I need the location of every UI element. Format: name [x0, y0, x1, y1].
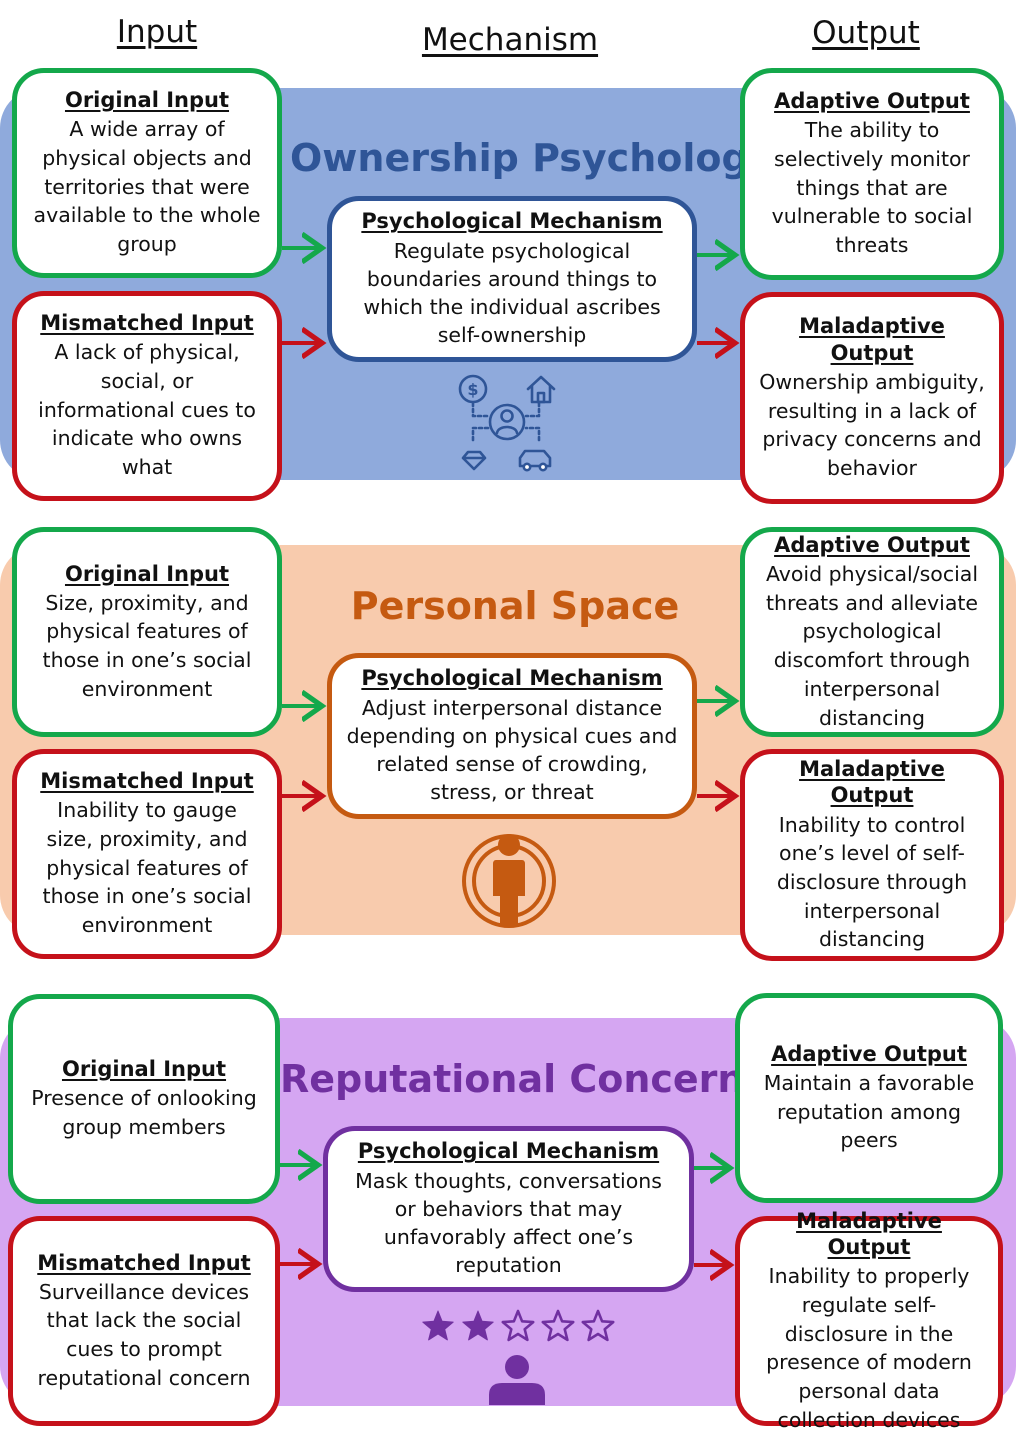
box-title: Adaptive Output [774, 89, 970, 114]
box-body: A lack of physical, social, or informati… [38, 340, 256, 480]
star-rating-icon [422, 1309, 615, 1342]
box-body: Adjust interpersonal distance depending … [346, 695, 678, 805]
personal-space-mechanism: Psychological Mechanism Adjust interpers… [327, 653, 697, 819]
box-title: Adaptive Output [774, 532, 970, 557]
ownership-assets-icon: $ [458, 374, 556, 472]
box-title: Psychological Mechanism [361, 209, 663, 234]
reputation-mechanism: Psychological Mechanism Mask thoughts, c… [323, 1126, 694, 1292]
box-title: Mismatched Input [40, 311, 254, 336]
box-title: Maladaptive Output [799, 757, 945, 808]
reputation-maladaptive-output: Maladaptive Output Inability to properly… [735, 1209, 1003, 1432]
box-body: Maintain a favorable reputation among pe… [763, 1071, 975, 1153]
box-body: Mask thoughts, conversations or behavior… [355, 1168, 662, 1278]
personal-space-title: Personal Space [350, 584, 680, 628]
box-body: Size, proximity, and physical features o… [42, 590, 252, 701]
box-title: Mismatched Input [40, 769, 254, 794]
reputation-title: Reputational Concerns [280, 1057, 768, 1101]
box-title: Mismatched Input [37, 1250, 251, 1275]
star-empty-icon [541, 1309, 575, 1342]
personal-space-icon [462, 834, 556, 928]
box-body: Inability to gauge size, proximity, and … [42, 798, 252, 938]
star-empty-icon [501, 1309, 535, 1342]
personal-space-maladaptive-output: Maladaptive Output Inability to control … [740, 749, 1004, 961]
box-title: Psychological Mechanism [357, 1139, 660, 1164]
box-body: The ability to selectively monitor thing… [771, 118, 973, 258]
reputation-mismatched-input: Mismatched Input Surveillance devices th… [8, 1216, 280, 1426]
reputation-adaptive-output: Adaptive Output Maintain a favorable rep… [735, 993, 1003, 1203]
box-body: Surveillance devices that lack the socia… [37, 1279, 251, 1390]
star-filled-icon [462, 1310, 494, 1341]
ownership-title: Ownership Psychology [290, 136, 774, 180]
box-title: Original Input [61, 1057, 227, 1082]
reputation-arrows [280, 1165, 730, 1265]
ownership-original-input: Original Input A wide array of physical … [12, 68, 282, 278]
box-title: Maladaptive Output [796, 1208, 942, 1259]
personal-space-original-input: Original Input Size, proximity, and phys… [12, 527, 282, 737]
box-title: Maladaptive Output [799, 314, 945, 365]
ownership-mismatched-input: Mismatched Input A lack of physical, soc… [12, 291, 282, 501]
box-body: Presence of onlooking group members [31, 1086, 257, 1140]
svg-text:$: $ [467, 380, 478, 399]
personal-space-mismatched-input: Mismatched Input Inability to gauge size… [12, 749, 282, 959]
box-body: Inability to properly regulate self-disc… [766, 1264, 972, 1432]
box-body: Ownership ambiguity, resulting in a lack… [759, 369, 985, 480]
ownership-maladaptive-output: Maladaptive Output Ownership ambiguity, … [740, 292, 1004, 504]
box-title: Original Input [64, 561, 230, 586]
ownership-adaptive-output: Adaptive Output The ability to selective… [740, 68, 1004, 280]
box-title: Adaptive Output [771, 1041, 967, 1066]
ownership-mechanism: Psychological Mechanism Regulate psychol… [327, 196, 697, 362]
reputation-original-input: Original Input Presence of onlooking gro… [8, 994, 280, 1204]
input-column-header: Input [116, 14, 198, 50]
personal-space-arrows [282, 701, 735, 796]
box-body: A wide array of physical objects and ter… [33, 117, 261, 257]
mechanism-column-header: Mechanism [421, 22, 599, 58]
star-empty-icon [581, 1309, 615, 1342]
star-filled-icon [422, 1310, 454, 1341]
person-icon [489, 1355, 545, 1405]
box-title: Original Input [64, 88, 230, 113]
box-body: Avoid physical/social threats and allevi… [765, 562, 979, 730]
box-body: Regulate psychological boundaries around… [363, 238, 661, 348]
personal-space-adaptive-output: Adaptive Output Avoid physical/social th… [740, 527, 1004, 737]
box-body: Inability to control one’s level of self… [776, 812, 968, 952]
box-title: Psychological Mechanism [361, 666, 663, 691]
output-column-header: Output [812, 15, 920, 51]
ownership-arrows [282, 248, 735, 343]
